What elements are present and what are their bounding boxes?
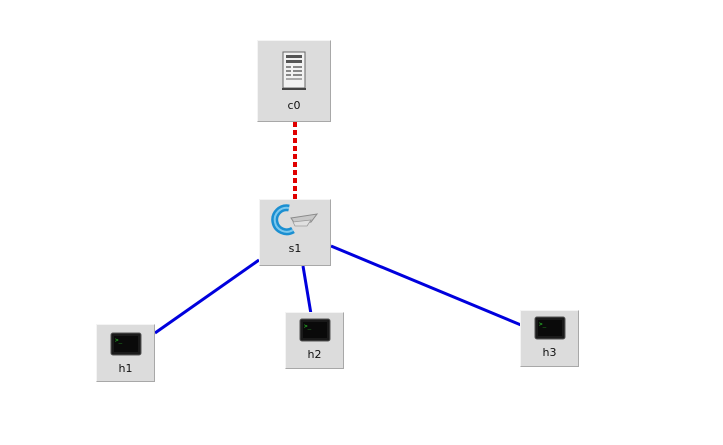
node-label-s1: s1: [288, 242, 302, 255]
host-terminal-icon: >_: [110, 332, 141, 356]
node-label-c0: c0: [287, 99, 301, 112]
node-h3[interactable]: >_ h3: [520, 310, 579, 367]
node-label-h3: h3: [542, 346, 557, 359]
controller-server-icon: [282, 51, 306, 90]
host-terminal-icon: >_: [534, 316, 565, 340]
link-s1-h3[interactable]: [330, 244, 522, 327]
node-h1[interactable]: >_ h1: [96, 324, 155, 382]
node-label-h2: h2: [307, 348, 322, 361]
host-terminal-icon: >_: [299, 318, 330, 342]
switch-icon: [271, 204, 319, 236]
link-s1-h2[interactable]: [301, 265, 313, 315]
node-s1[interactable]: s1: [259, 199, 331, 266]
node-h2[interactable]: >_ h2: [285, 312, 344, 369]
link-s1-h1[interactable]: [154, 258, 260, 335]
svg-text:>_: >_: [539, 321, 547, 328]
node-label-h1: h1: [118, 362, 133, 375]
node-c0[interactable]: c0: [257, 40, 331, 122]
svg-text:>_: >_: [115, 337, 123, 344]
svg-text:>_: >_: [304, 323, 312, 330]
